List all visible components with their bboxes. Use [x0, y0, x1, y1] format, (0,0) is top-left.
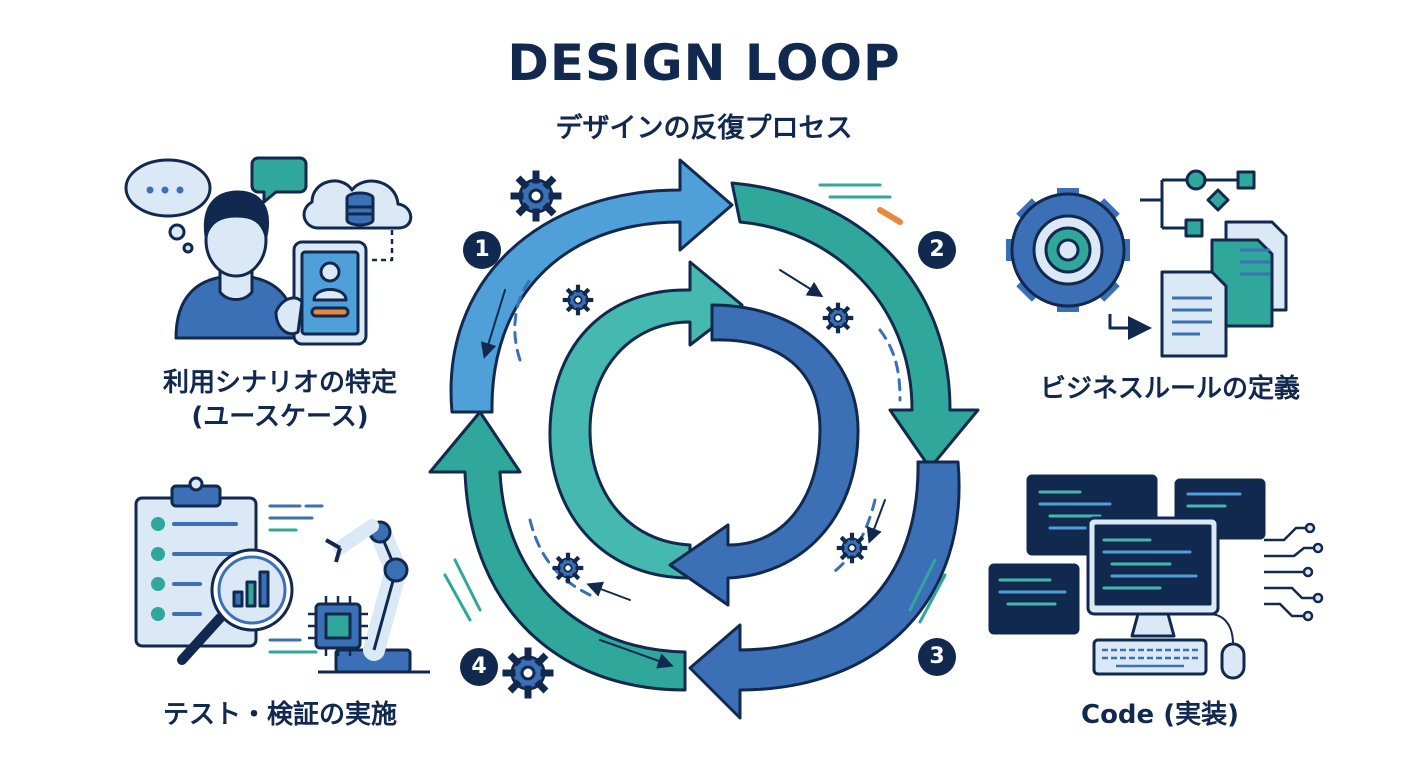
gear-icon [839, 535, 865, 561]
speech-bubble-icon [124, 158, 212, 254]
robot-arm-icon [318, 519, 430, 674]
gear-icon [825, 305, 851, 331]
step-badge-4: 4 [460, 648, 498, 686]
arrow-step1-to-step2 [449, 158, 734, 414]
cloud-database-icon [302, 179, 413, 262]
keyboard-icon [1092, 638, 1208, 676]
arrow-step2-to-step3 [730, 181, 980, 470]
inner-arrow-teal [548, 260, 744, 580]
circuit-icon [1264, 522, 1324, 622]
step-badge-3: 3 [918, 638, 956, 676]
tablet-icon [274, 240, 368, 346]
step-label-1-line1: 利用シナリオの特定 [162, 368, 397, 398]
step4-illustration [134, 476, 430, 674]
flowchart-icon [1140, 169, 1256, 238]
step-badge-2: 2 [918, 231, 956, 269]
step-label-2: ビジネスルールの定義 [1039, 374, 1300, 404]
monitor-icon [1086, 516, 1220, 638]
gear-icon [1006, 188, 1130, 312]
inner-arrow-blue [668, 303, 860, 607]
document-icon [1108, 220, 1288, 358]
page-subtitle: デザインの反復プロセス [555, 113, 853, 144]
step2-illustration [1006, 169, 1288, 358]
step-label-4: テスト・検証の実施 [162, 700, 397, 730]
code-lines [268, 504, 324, 654]
motion-lines [443, 183, 947, 669]
inner-loop-arrows [548, 260, 860, 607]
gear-icon [565, 287, 591, 313]
step1-illustration [124, 156, 413, 346]
chip-icon [308, 596, 368, 656]
outer-loop-arrows [428, 158, 980, 720]
person-icon [174, 190, 298, 340]
step-badge-1: 1 [463, 231, 501, 269]
gear-icon [555, 555, 581, 581]
gear-icon [506, 651, 550, 695]
step3-illustration [988, 474, 1324, 680]
gear-icon [514, 174, 558, 218]
arrow-step4-to-step1 [428, 410, 687, 692]
speech-bubble-icon [250, 156, 308, 204]
step-label-3: Code (実装) [1080, 700, 1239, 730]
page-title: DESIGN LOOP [507, 34, 901, 92]
mouse-icon [1208, 613, 1246, 680]
step-label-1-line2: (ユースケース) [191, 402, 369, 432]
step-label-1: 利用シナリオの特定 (ユースケース) [100, 366, 460, 434]
magnifier-chart-icon [177, 548, 294, 665]
arrow-step3-to-step4 [688, 460, 961, 720]
